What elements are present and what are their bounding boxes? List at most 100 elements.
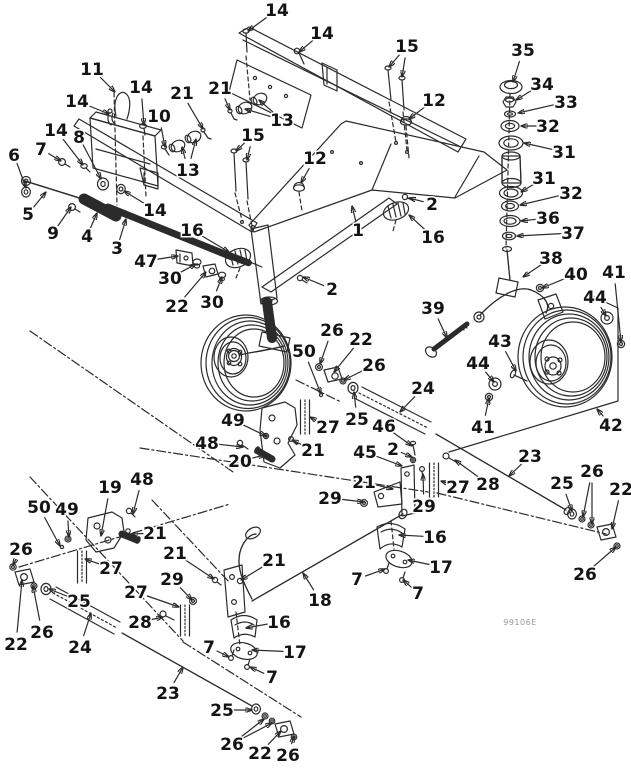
spring-pin-27 <box>76 550 88 584</box>
bolt-7 <box>383 562 390 574</box>
oring-36 <box>499 214 521 228</box>
callout-label-12: 12 <box>303 149 327 169</box>
leader-line <box>173 667 183 684</box>
leader-line <box>600 306 606 316</box>
pivot-bracket-19 <box>59 507 141 584</box>
leader-line <box>184 272 206 298</box>
leader-line <box>89 213 97 229</box>
leader-line <box>409 198 424 203</box>
nut-26 <box>587 521 595 529</box>
callout-label-7: 7 <box>266 668 278 688</box>
pin-46 <box>409 440 417 456</box>
callout-label-16: 16 <box>267 613 291 633</box>
leader-line <box>190 139 196 159</box>
leader-line <box>242 723 272 740</box>
nut-14 <box>116 183 126 195</box>
leader-line <box>441 481 447 483</box>
leader-line <box>292 736 294 745</box>
lower-spring-linkage <box>9 563 298 741</box>
leader-line <box>240 719 265 738</box>
leader-line <box>130 534 144 535</box>
bushing-13 <box>250 92 268 106</box>
leader-line <box>310 417 319 421</box>
callout-label-29: 29 <box>160 570 184 590</box>
leader-line <box>224 98 230 110</box>
bolt-28 <box>442 452 457 463</box>
leader-line <box>99 76 116 93</box>
callout-label-35: 35 <box>511 41 535 61</box>
leader-line <box>400 396 416 412</box>
callout-label-26: 26 <box>9 540 33 560</box>
callout-label-26: 26 <box>573 565 597 585</box>
leader-line <box>146 595 179 607</box>
leader-line <box>57 207 71 227</box>
callout-label-27: 27 <box>124 583 148 603</box>
callout-label-39: 39 <box>421 299 445 319</box>
leader-line <box>455 460 479 478</box>
leader-line <box>352 206 357 222</box>
ball-joint-22 <box>14 568 35 586</box>
washer-33 <box>503 110 517 118</box>
leader-line <box>85 559 101 565</box>
callout-label-32: 32 <box>559 184 583 204</box>
bracket-47 <box>175 249 194 267</box>
leader-line <box>516 89 533 100</box>
washer-8 <box>96 177 110 191</box>
callout-label-22: 22 <box>248 744 272 764</box>
callout-label-42: 42 <box>599 416 623 436</box>
screw-21 <box>200 127 212 140</box>
leader-line <box>33 192 46 208</box>
callout-label-44: 44 <box>466 354 490 374</box>
callout-label-36: 36 <box>536 209 560 229</box>
bearing-32 <box>500 200 520 212</box>
callout-label-9: 9 <box>47 224 59 244</box>
leader-line <box>423 473 424 495</box>
leader-line <box>375 484 393 489</box>
plate-watermark: 99106E <box>503 618 537 627</box>
nut-34 <box>502 96 517 108</box>
leader-line <box>180 264 196 273</box>
callout-label-2: 2 <box>387 440 399 460</box>
callout-label-50: 50 <box>27 498 51 518</box>
leader-line <box>364 569 386 577</box>
leader-line <box>303 277 325 287</box>
callout-label-45: 45 <box>353 443 377 463</box>
leader-line <box>375 455 402 466</box>
leader-line <box>513 60 521 83</box>
leader-line <box>68 520 69 538</box>
bolt-48 <box>236 439 249 450</box>
leader-line <box>243 424 266 436</box>
callout-label-15: 15 <box>395 37 419 57</box>
bushing-13 <box>168 139 186 153</box>
callout-label-32: 32 <box>536 117 560 137</box>
callout-label-29: 29 <box>412 497 436 517</box>
callout-label-2: 2 <box>326 280 338 300</box>
callout-label-5: 5 <box>22 205 34 225</box>
callout-label-7: 7 <box>35 140 47 160</box>
leader-line <box>259 100 274 113</box>
leader-line <box>344 369 364 380</box>
leader-line <box>334 347 354 372</box>
spring-pin-27 <box>428 462 440 498</box>
callout-label-23: 23 <box>518 447 542 467</box>
callout-label-17: 17 <box>283 643 307 663</box>
bearing-44-right <box>600 311 614 325</box>
leader-line <box>505 351 516 371</box>
callout-label-3: 3 <box>111 239 123 259</box>
leader-line <box>565 493 572 511</box>
race-31 <box>498 185 524 201</box>
callout-label-25: 25 <box>210 701 234 721</box>
bushing-30 <box>192 258 202 269</box>
callout-label-27: 27 <box>446 478 470 498</box>
washer-25 <box>347 381 359 395</box>
leader-line <box>157 256 178 260</box>
callout-label-12: 12 <box>422 91 446 111</box>
leader-line <box>179 587 192 600</box>
callout-label-21: 21 <box>143 524 167 544</box>
callout-label-14: 14 <box>265 1 289 21</box>
callout-label-14: 14 <box>44 121 68 141</box>
leader-line <box>509 463 522 476</box>
clamp-16-right <box>376 522 406 550</box>
plate-17-right <box>385 549 413 569</box>
leader-line <box>201 235 229 252</box>
